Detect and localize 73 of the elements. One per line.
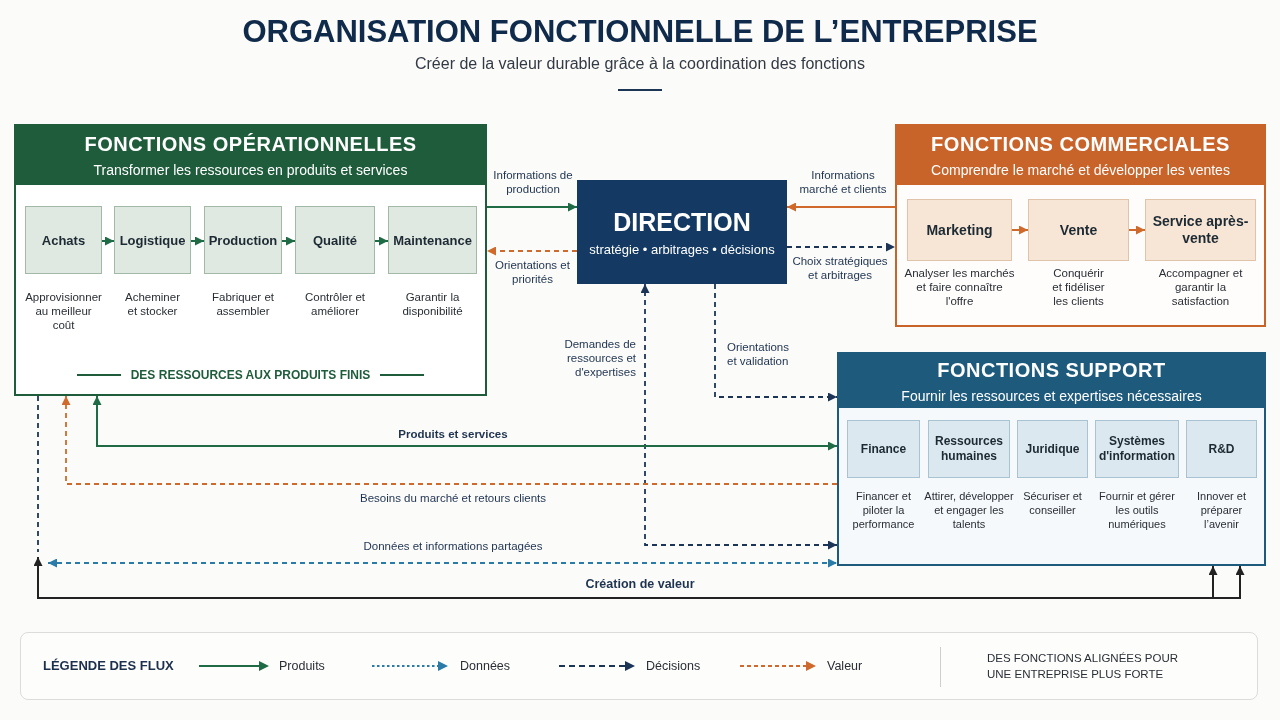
function-box: Ressources humaines <box>928 420 1010 478</box>
edge-label: Informations marché et clients <box>798 168 888 196</box>
arrow <box>486 246 578 256</box>
function-box: Logistique <box>114 206 191 274</box>
edge-label: Informations de production <box>493 168 573 196</box>
function-box: Qualité <box>295 206 375 274</box>
edge-label: Demandes de ressources et d'expertises <box>563 337 636 379</box>
function-box: Service après-vente <box>1145 199 1256 261</box>
function-group-panel <box>895 124 1266 327</box>
function-description: Innover et préparer l’avenir <box>1196 489 1247 531</box>
function-description: Analyser les marchés et faire connaître l'offre <box>903 266 1016 308</box>
edge-label: Orientations et validation <box>727 340 790 368</box>
function-description: Garantir la disponibilité <box>401 290 464 318</box>
function-description: Contrôler et améliorer <box>303 290 367 318</box>
legend-label: Données <box>460 658 511 674</box>
arrow <box>101 236 115 246</box>
panel-footer-text: DES RESSOURCES AUX PRODUITS FINIS <box>130 367 371 383</box>
function-box: Vente <box>1028 199 1129 261</box>
legend-note: DES FONCTIONS ALIGNÉES POUR UNE ENTREPRISE PLUS FORTE <box>987 651 1180 682</box>
function-group-panel <box>14 124 487 396</box>
box-title: DIRECTION <box>613 206 751 237</box>
arrow <box>486 202 578 212</box>
page-title: ORGANISATION FONCTIONNELLE DE L’ENTREPRISE <box>241 13 1039 51</box>
function-description: Attirer, développer et engager les talents <box>923 489 1015 531</box>
function-box: Achats <box>25 206 102 274</box>
edge-label: Orientations et priorités <box>495 258 570 286</box>
legend-label: Décisions <box>646 658 701 674</box>
function-description: Fournir et gérer les outils numériques <box>1098 489 1176 531</box>
function-box: Juridique <box>1017 420 1088 478</box>
edge-label: Choix stratégiques et arbitrages <box>791 254 889 282</box>
arrow <box>190 236 205 246</box>
edge-label: Besoins du marché et retours clients <box>359 491 547 505</box>
function-box: Systèmes d'information <box>1095 420 1179 478</box>
function-description: Fabriquer et assembler <box>211 290 275 318</box>
function-description: Approvisionner au meilleur coût <box>24 290 103 332</box>
function-box: Marketing <box>907 199 1012 261</box>
arrow <box>374 236 389 246</box>
function-box: R&D <box>1186 420 1257 478</box>
panel-title: FONCTIONS OPÉRATIONNELLES <box>84 132 417 156</box>
function-group-panel <box>837 352 1266 566</box>
panel-subtitle: Comprendre le marché et développer les ventes <box>931 161 1230 179</box>
arrow <box>47 558 838 568</box>
function-description: Conquérir et fidéliser les clients <box>1051 266 1106 308</box>
arrow <box>1011 225 1029 235</box>
function-box: Production <box>204 206 282 274</box>
arrow <box>714 283 838 402</box>
legend-label: Produits <box>279 658 325 674</box>
function-box: Maintenance <box>388 206 477 274</box>
legend-label: Valeur <box>827 658 863 674</box>
arrow <box>640 283 838 550</box>
edge-label: Données et informations partagées <box>362 539 544 553</box>
direction-box <box>577 180 787 284</box>
connector-line <box>37 395 39 553</box>
edge-label: Produits et services <box>397 427 509 441</box>
arrow <box>92 395 838 451</box>
panel-title: FONCTIONS COMMERCIALES <box>931 132 1230 156</box>
function-description: Sécuriser et conseiller <box>1022 489 1083 517</box>
function-description: Accompagner et garantir la satisfaction <box>1157 266 1244 308</box>
panel-title: FONCTIONS SUPPORT <box>937 357 1166 382</box>
panel-subtitle: Fournir les ressources et expertises nécessaires <box>901 386 1202 405</box>
arrow <box>786 202 896 212</box>
arrow <box>281 236 296 246</box>
box-subtitle: stratégie • arbitrages • décisions <box>589 240 775 258</box>
function-description: Financer et piloter la performance <box>851 489 916 531</box>
page-subtitle: Créer de la valeur durable grâce à la coordination des fonctions <box>413 54 866 74</box>
function-box: Finance <box>847 420 920 478</box>
panel-subtitle: Transformer les ressources en produits et services <box>93 161 408 179</box>
edge-label: Création de valeur <box>584 577 696 591</box>
arrow <box>1128 225 1146 235</box>
arrow <box>61 395 838 485</box>
legend-title: LÉGENDE DES FLUX <box>43 658 174 674</box>
function-description: Acheminer et stocker <box>124 290 181 318</box>
arrow <box>786 242 896 252</box>
